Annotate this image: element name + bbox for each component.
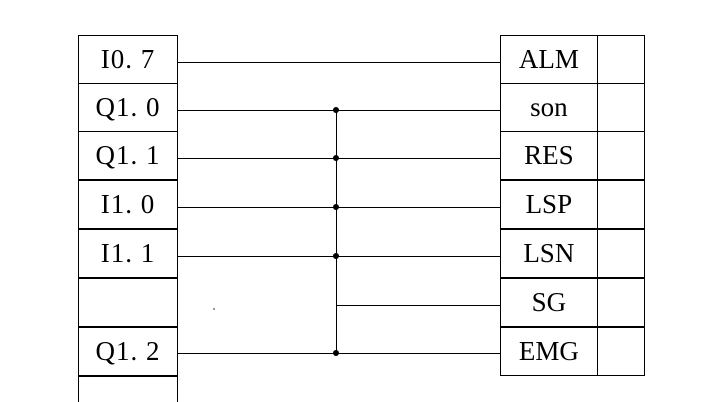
plc-io-table: I0. 7 Q1. 0 Q1. 1 I1. 0 I1. 1 Q1. 2: [78, 35, 178, 402]
junction-dot-lsn: [333, 253, 339, 259]
servo-blank-1[interactable]: [596, 36, 644, 83]
servo-label-3: RES: [524, 140, 574, 170]
plc-row-3[interactable]: Q1. 1: [78, 131, 178, 180]
plc-label-7: Q1. 2: [95, 336, 161, 366]
servo-row-2[interactable]: son: [500, 83, 645, 132]
plc-label-2: Q1. 0: [95, 92, 161, 122]
wire-i07-to-alm: [178, 62, 500, 63]
common-bus-vertical: [336, 110, 337, 353]
servo-label-6: SG: [531, 287, 567, 317]
plc-label-3: Q1. 1: [95, 140, 161, 170]
scan-artifact-speck: [213, 308, 215, 310]
servo-row-3[interactable]: RES: [500, 131, 645, 180]
wire-q12-to-emg: [178, 353, 500, 354]
servo-label-1: ALM: [518, 44, 579, 74]
junction-dot-emg: [333, 350, 339, 356]
servo-blank-6[interactable]: [596, 279, 644, 326]
junction-dot-lsp: [333, 204, 339, 210]
junction-dot-son: [333, 107, 339, 113]
junction-dot-res: [333, 155, 339, 161]
servo-row-5[interactable]: LSN: [500, 229, 645, 278]
servo-blank-5[interactable]: [596, 230, 644, 277]
servo-signal-table: ALM son RES LSP LSN SG EMG: [500, 35, 645, 379]
plc-row-6[interactable]: [78, 278, 178, 327]
servo-label-4: LSP: [525, 189, 573, 219]
plc-row-1[interactable]: I0. 7: [78, 35, 178, 84]
wire-i11-to-lsn: [178, 256, 500, 257]
servo-row-1[interactable]: ALM: [500, 35, 645, 84]
plc-row-2[interactable]: Q1. 0: [78, 83, 178, 132]
servo-label-2: son: [530, 92, 568, 122]
wire-bus-to-sg: [336, 305, 500, 306]
plc-label-5: I1. 1: [100, 238, 156, 268]
servo-row-6[interactable]: SG: [500, 278, 645, 327]
servo-blank-7[interactable]: [596, 328, 644, 375]
wire-q10-to-son: [178, 110, 500, 111]
wire-q11-to-res: [178, 158, 500, 159]
servo-label-5: LSN: [523, 238, 575, 268]
servo-row-7[interactable]: EMG: [500, 327, 645, 376]
servo-blank-4[interactable]: [596, 181, 644, 228]
plc-row-4[interactable]: I1. 0: [78, 180, 178, 229]
servo-label-7: EMG: [518, 336, 579, 366]
plc-row-5[interactable]: I1. 1: [78, 229, 178, 278]
wire-i10-to-lsp: [178, 207, 500, 208]
servo-blank-2[interactable]: [596, 84, 644, 131]
servo-blank-3[interactable]: [596, 132, 644, 179]
plc-label-1: I0. 7: [100, 44, 156, 74]
plc-row-7[interactable]: Q1. 2: [78, 327, 178, 376]
plc-row-8[interactable]: [78, 376, 178, 402]
plc-label-4: I1. 0: [100, 189, 156, 219]
servo-row-4[interactable]: LSP: [500, 180, 645, 229]
